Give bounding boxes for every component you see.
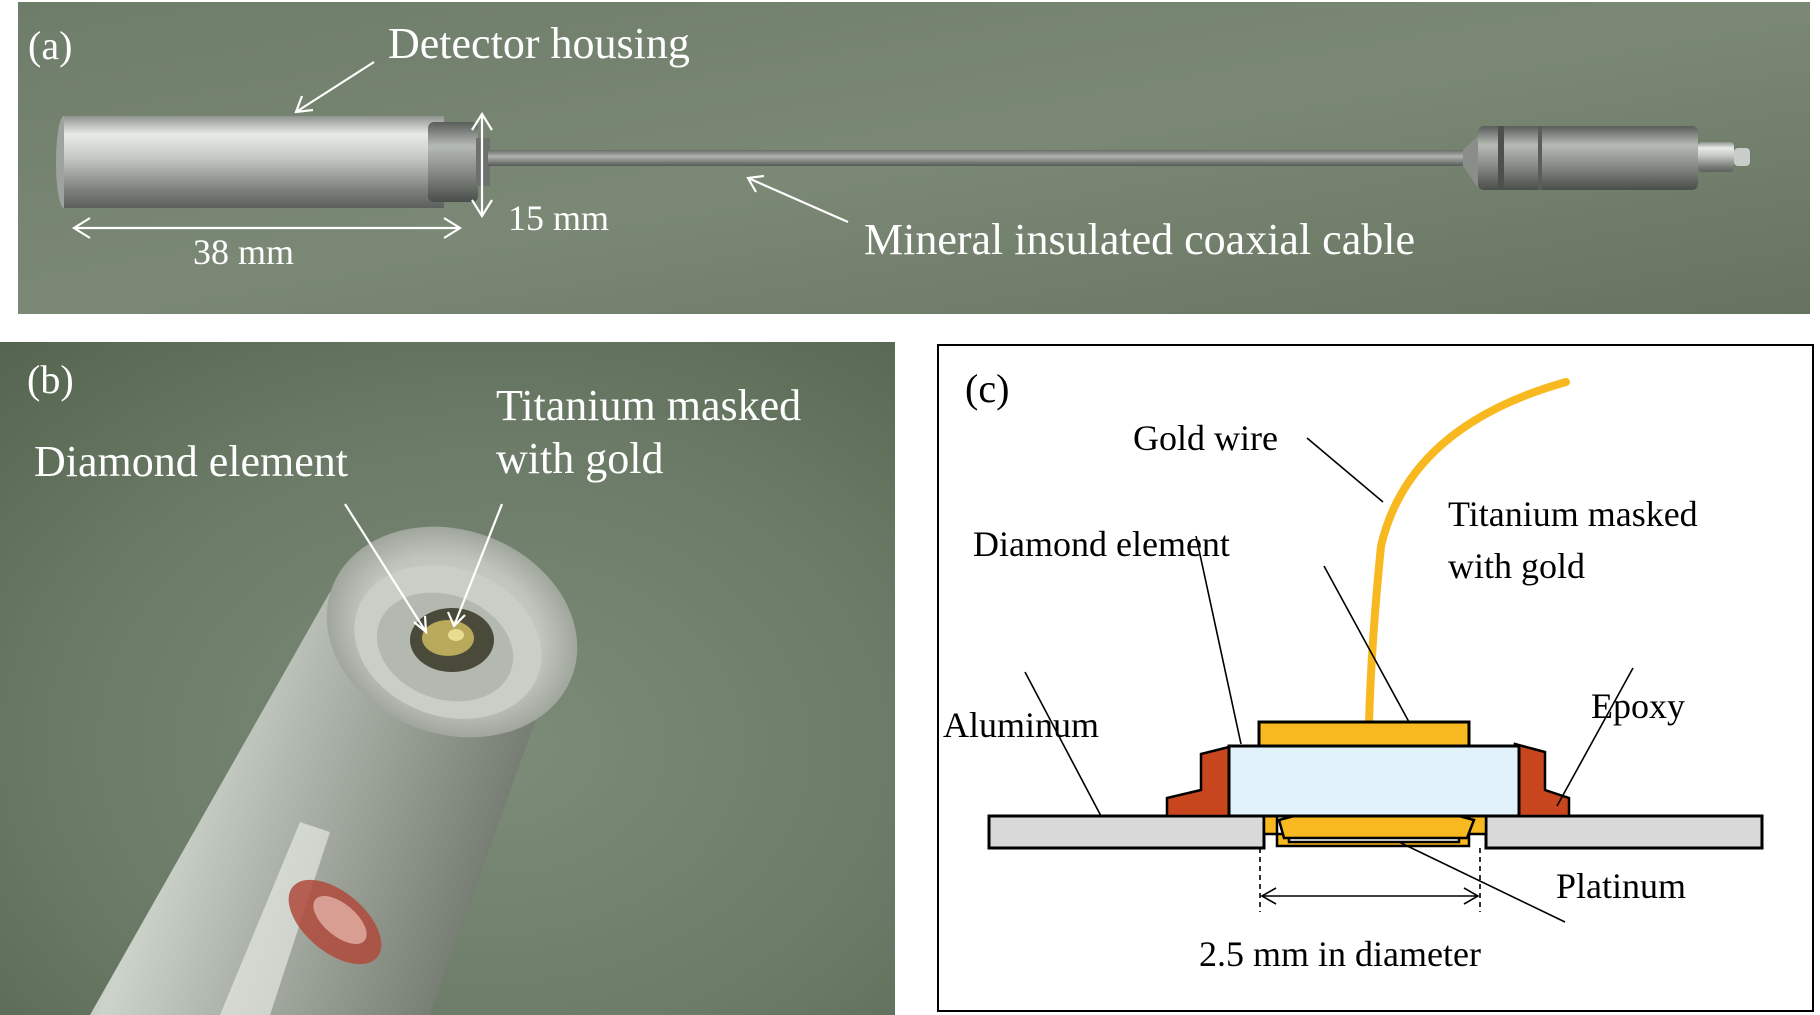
panel-c-label: (c) [965, 366, 1009, 411]
gold-wire [1365, 378, 1570, 728]
length-dimension-label: 38 mm [193, 232, 294, 272]
diamond-element-label: Diamond element [34, 437, 348, 486]
diamond-element-photo [410, 608, 494, 672]
cable-connector [1478, 126, 1750, 190]
cable-label: Mineral insulated coaxial cable [864, 215, 1415, 264]
panel-c-schematic: (c) Gold wire Diamond element Titanium m… [937, 344, 1814, 1012]
annotation-lines-b [344, 503, 504, 635]
annotation-lines [71, 61, 849, 239]
detector-housing-body [56, 116, 490, 208]
titanium-label-line1: Titanium masked [496, 381, 801, 430]
titanium-label-line2: with gold [496, 434, 663, 483]
closeup-photo: (b) Diamond element Titanium masked with… [0, 342, 895, 1015]
diamond-element [1227, 744, 1521, 818]
panel-b-label: (b) [27, 357, 74, 402]
coaxial-cable [488, 136, 1478, 188]
leader-lines [1024, 437, 1634, 923]
epoxy-label: Epoxy [1591, 686, 1685, 726]
dimension-lines [1259, 848, 1481, 912]
diameter-label: 2.5 mm in diameter [1199, 934, 1481, 974]
aluminum-label: Aluminum [943, 705, 1099, 745]
platinum-label: Platinum [1556, 866, 1686, 906]
cross-section-diagram: (c) Gold wire Diamond element Titanium m… [943, 366, 1764, 974]
diameter-dimension-label: 15 mm [508, 198, 609, 238]
titanium-label-c-line2: with gold [1448, 546, 1585, 586]
panel-a-label: (a) [28, 23, 72, 68]
aluminum-right [1484, 814, 1764, 850]
detector-photo: (a) Detector housing Mineral insulated c… [18, 2, 1810, 314]
platinum-electrode [1277, 814, 1476, 840]
titanium-label-c-line1: Titanium masked [1448, 494, 1698, 534]
aluminum-left [987, 814, 1266, 850]
diamond-element-label-c: Diamond element [973, 524, 1230, 564]
panel-b-photo: (b) Diamond element Titanium masked with… [0, 342, 895, 1015]
detector-housing-label: Detector housing [388, 19, 690, 68]
panel-a-photo: (a) Detector housing Mineral insulated c… [18, 2, 1810, 314]
gold-wire-label: Gold wire [1133, 418, 1278, 458]
titanium-gold-layer [1257, 720, 1471, 748]
